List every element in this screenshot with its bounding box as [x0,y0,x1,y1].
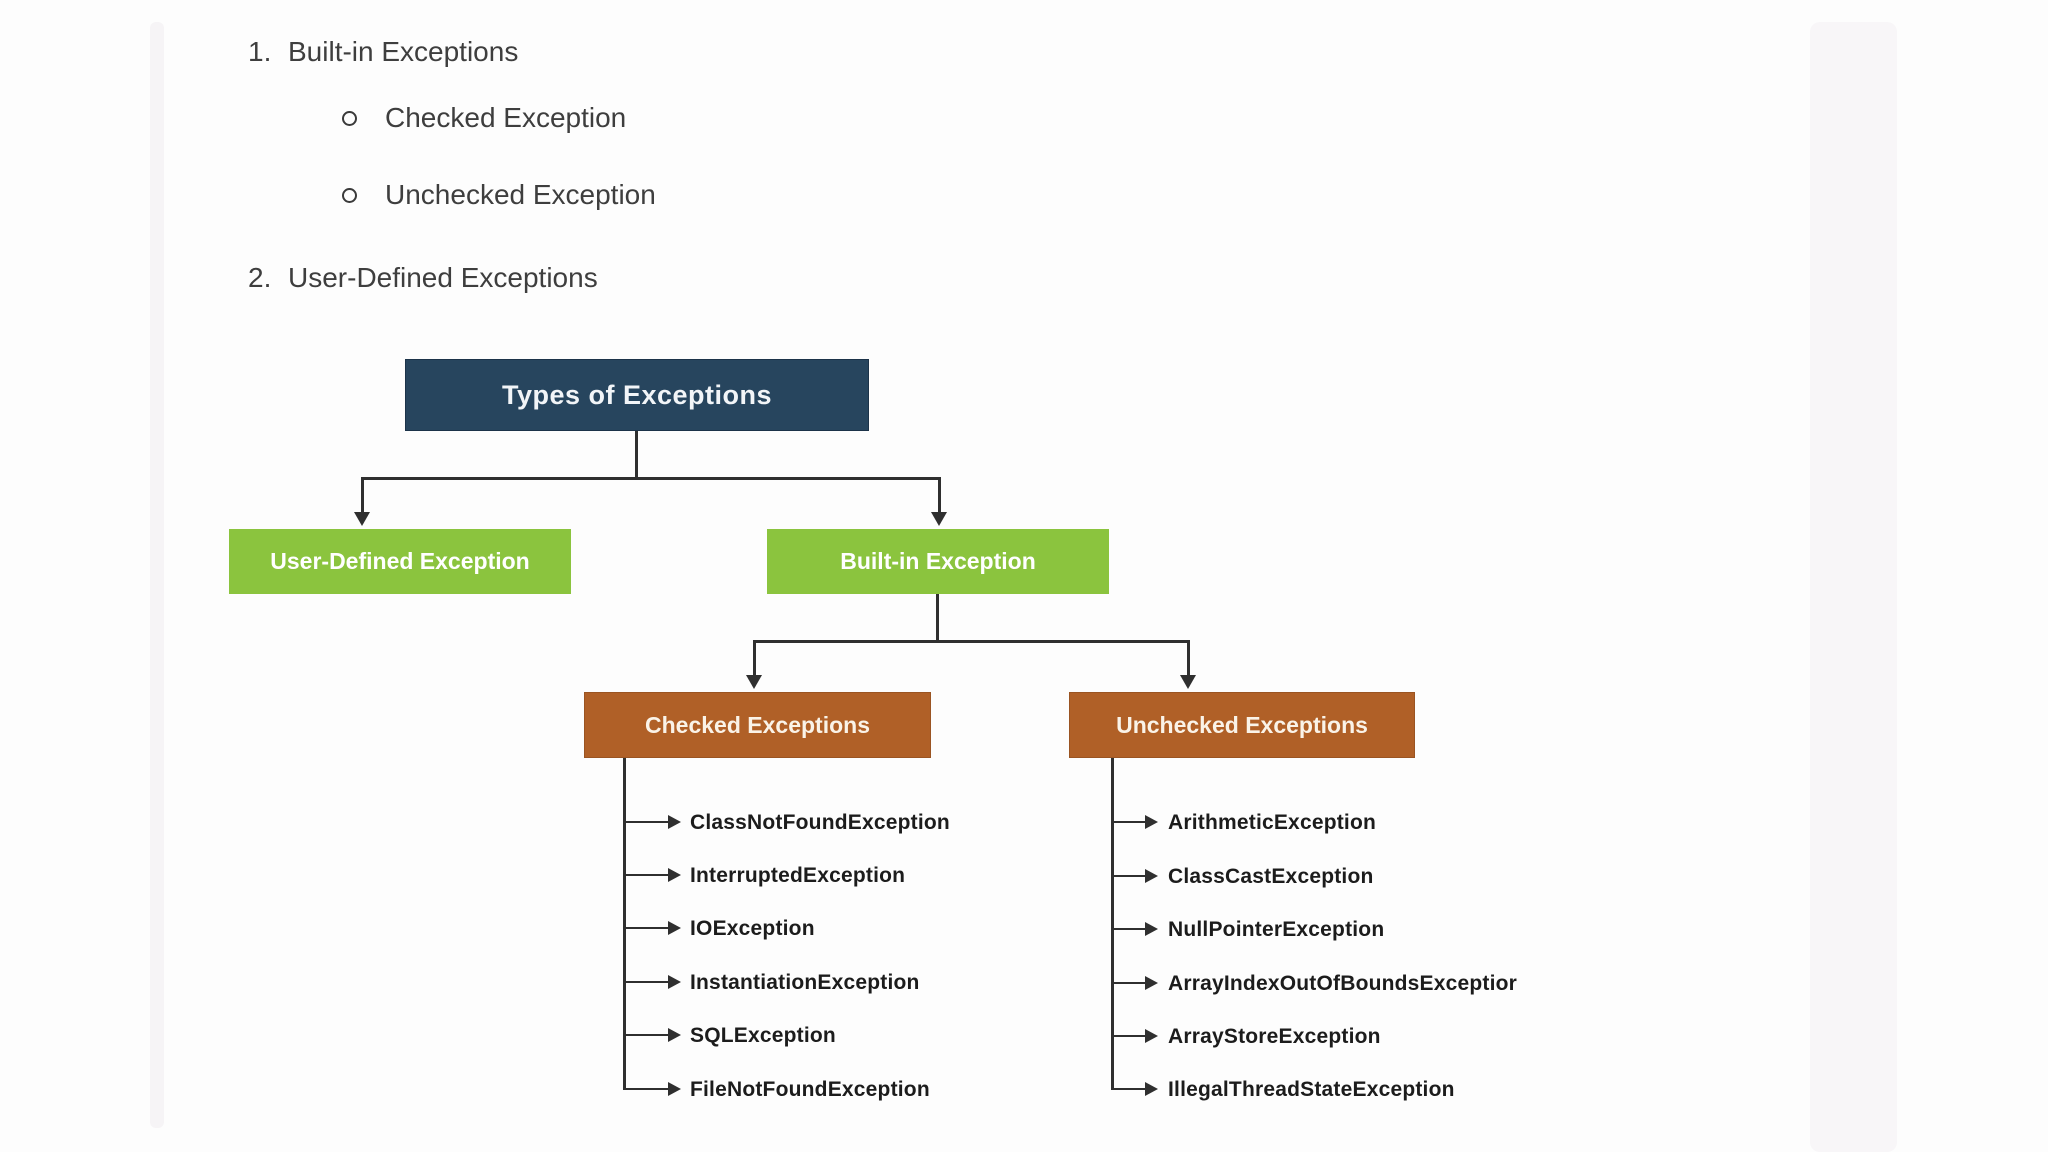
arrow-down-icon [354,512,370,526]
outline-item-label: User-Defined Exceptions [288,262,598,293]
connector-line [1114,982,1145,984]
unchecked-exception-item: NullPointerException [1168,918,1385,941]
connector-line [936,594,939,641]
connector-line [753,640,756,677]
arrow-right-icon [1145,869,1158,883]
connector-line [361,477,364,514]
connector-line [1111,758,1114,1090]
connector-line [635,431,638,478]
node-unchecked-exceptions: Unchecked Exceptions [1069,692,1415,758]
node-built-in-exception: Built-in Exception [767,529,1109,594]
node-checked-exceptions: Checked Exceptions [584,692,931,758]
node-label: Unchecked Exceptions [1116,711,1368,738]
arrow-right-icon [668,1028,681,1042]
page-left-margin-strip [150,22,164,1128]
arrow-right-icon [1145,1082,1158,1096]
outline-subitem-label: Checked Exception [385,102,627,133]
connector-line [1114,928,1145,930]
connector-line [626,981,668,983]
connector-line [1187,640,1190,677]
unchecked-exception-item: ArithmeticException [1168,811,1377,834]
node-label: Checked Exceptions [645,711,870,738]
checked-exception-item: IOException [690,917,815,940]
checked-exception-item: ClassNotFoundException [690,811,950,834]
arrow-right-icon [668,921,681,935]
connector-line [938,477,941,514]
unchecked-exception-item: ClassCastException [1168,865,1374,888]
outline-item-label: Built-in Exceptions [288,36,519,67]
checked-exception-item: InterruptedException [690,864,906,887]
circle-bullet-icon [342,187,357,203]
connector-line [623,758,626,1090]
outline-subitem-checked: Checked Exception [342,100,626,136]
connector-line [361,477,941,480]
connector-line [626,1088,668,1090]
outline-subitem-unchecked: Unchecked Exception [342,177,656,213]
checked-exception-item: InstantiationException [690,971,920,994]
arrow-right-icon [1145,922,1158,936]
arrow-right-icon [668,975,681,989]
page-right-panel-strip [1810,22,1897,1152]
connector-line [626,927,668,929]
arrow-down-icon [1180,675,1196,689]
connector-line [626,1034,668,1036]
unchecked-exception-item: ArrayStoreException [1168,1025,1381,1048]
checked-exception-item: SQLException [690,1024,836,1047]
unchecked-exception-item: ArrayIndexOutOfBoundsExceptior [1168,972,1518,995]
node-user-defined-exception: User-Defined Exception [229,529,571,594]
outline-item-user-defined: 2. User-Defined Exceptions [248,260,598,296]
arrow-right-icon [1145,815,1158,829]
outline-item-number: 1. [248,36,272,67]
outline-item-built-in: 1. Built-in Exceptions [248,34,518,70]
checked-exception-item: FileNotFoundException [690,1078,930,1101]
connector-line [626,821,668,823]
arrow-down-icon [746,675,762,689]
connector-line [626,874,668,876]
arrow-right-icon [668,815,681,829]
arrow-right-icon [1145,976,1158,990]
outline-subitem-label: Unchecked Exception [385,179,656,210]
connector-line [753,640,1190,643]
connector-line [1114,875,1145,877]
connector-line [1114,821,1145,823]
unchecked-exception-item: IllegalThreadStateException [1168,1078,1455,1101]
arrow-right-icon [668,868,681,882]
connector-line [1114,1035,1145,1037]
outline-item-number: 2. [248,262,272,293]
connector-line [1114,1088,1145,1090]
arrow-right-icon [1145,1029,1158,1043]
node-label: Types of Exceptions [501,379,773,410]
arrow-down-icon [931,512,947,526]
arrow-right-icon [668,1082,681,1096]
node-types-of-exceptions: Types of Exceptions [405,359,869,431]
node-label: Built-in Exception [840,548,1036,574]
node-label: User-Defined Exception [270,548,530,574]
circle-bullet-icon [342,110,357,126]
